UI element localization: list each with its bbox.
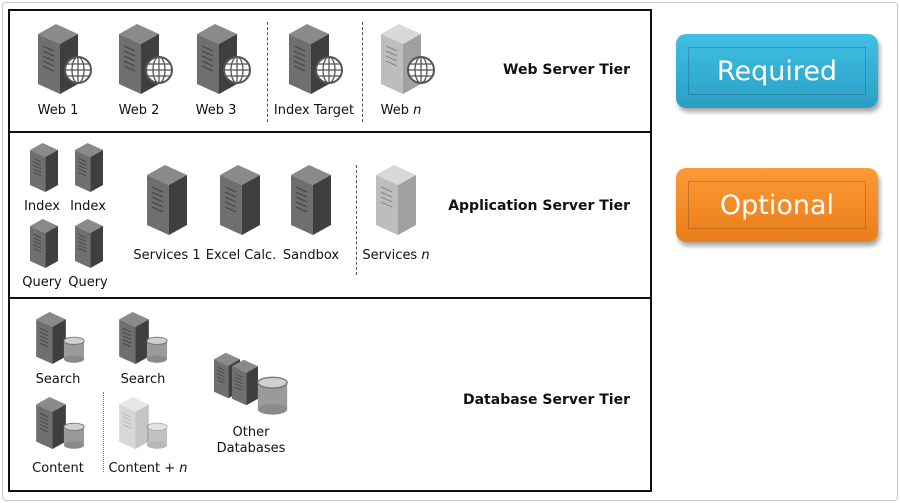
server-label: Index (70, 199, 106, 214)
separator (267, 22, 268, 122)
tier-divider (8, 297, 652, 299)
server-icon (75, 143, 103, 192)
server-icon (291, 165, 331, 235)
server-label: Index (24, 199, 60, 214)
server-icon (36, 397, 66, 449)
separator (362, 22, 363, 122)
globe-icon (63, 55, 93, 85)
tier-divider (8, 131, 652, 133)
server-icon (30, 219, 58, 268)
server-label: Sandbox (282, 248, 340, 263)
database-icon (63, 422, 85, 450)
web-tier-label: Web Server Tier (503, 62, 630, 78)
server-label: Query (68, 275, 108, 290)
server-icon (75, 219, 103, 268)
legend-optional: Optional (676, 168, 878, 242)
server-optional-icon (376, 165, 416, 235)
server-label: Services n (362, 248, 430, 263)
server-label: Search (120, 372, 166, 387)
database-icon (146, 422, 168, 450)
server-label: Index Target (273, 103, 355, 118)
server-icon (147, 165, 187, 235)
tier-frame (8, 9, 652, 492)
app-tier-label: Application Server Tier (448, 198, 630, 214)
server-label: Query (22, 275, 62, 290)
db-tier-label: Database Server Tier (462, 392, 630, 408)
legend-required: Required (676, 34, 878, 108)
server-icon (232, 345, 258, 420)
database-icon (146, 336, 168, 364)
server-label: Excel Calc. (205, 248, 277, 263)
server-label: Web 2 (118, 103, 160, 118)
server-label: Other (232, 425, 270, 440)
globe-icon (406, 55, 436, 85)
database-icon (256, 376, 289, 416)
globe-icon (314, 55, 344, 85)
separator (103, 392, 104, 472)
database-icon (63, 336, 85, 364)
server-label: Services 1 (133, 248, 201, 263)
server-label: Web 3 (195, 103, 237, 118)
server-label: Databases (216, 441, 286, 456)
server-icon (36, 312, 66, 364)
server-optional-icon (119, 397, 149, 449)
server-label: Search (35, 372, 81, 387)
server-icon (119, 312, 149, 364)
server-icon (220, 165, 260, 235)
server-icon (30, 143, 58, 192)
server-label: Web 1 (37, 103, 79, 118)
globe-icon (144, 55, 174, 85)
server-label: Content (32, 461, 84, 476)
separator (356, 165, 357, 275)
globe-icon (222, 55, 252, 85)
server-label: Content + n (108, 461, 188, 476)
server-label: Web n (380, 103, 422, 118)
